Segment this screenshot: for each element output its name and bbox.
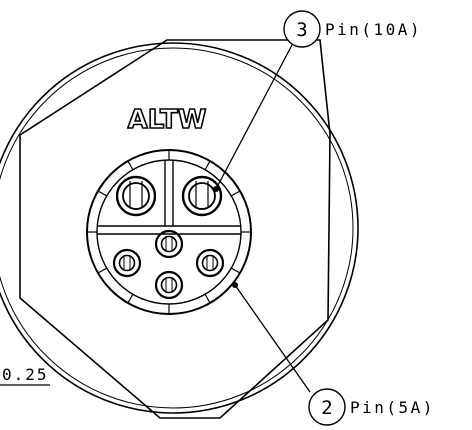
pin-5a-bottom bbox=[154, 270, 184, 300]
hex-nut-outline bbox=[19, 39, 331, 419]
callout-bottom-number: 2 bbox=[321, 397, 332, 419]
callout-top-arrowhead bbox=[213, 186, 219, 192]
callout-bottom-label: Pin(5A) bbox=[350, 398, 435, 417]
pin-10a-left bbox=[115, 175, 157, 217]
keying-cross bbox=[97, 160, 241, 235]
pin-10a-right bbox=[181, 175, 223, 217]
logo-text: ALTW bbox=[128, 105, 207, 135]
callout-top-bubble bbox=[283, 10, 321, 48]
outer-face-inner-circle bbox=[0, 47, 354, 409]
callout-top-leader bbox=[215, 44, 293, 190]
callout-top-label: Pin(10A) bbox=[325, 20, 422, 39]
pin-5a-left bbox=[112, 248, 142, 278]
callout-bottom-arrowhead bbox=[232, 282, 238, 288]
callout-bottom-leader bbox=[234, 284, 311, 393]
callout-top-number: 3 bbox=[296, 19, 307, 41]
pin-5a-right bbox=[195, 248, 225, 278]
note-value: 0.25 bbox=[2, 365, 49, 384]
pin-5a-center bbox=[154, 229, 184, 259]
callout-bottom-bubble bbox=[308, 388, 346, 426]
insert-ring-ticks bbox=[87, 150, 251, 314]
connector-body bbox=[0, 39, 359, 419]
outer-face-circle bbox=[0, 42, 359, 414]
